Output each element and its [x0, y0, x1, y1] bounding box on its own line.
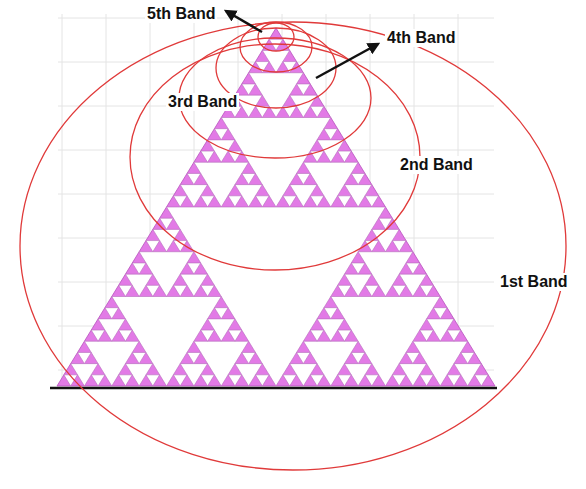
triangle-hole [297, 352, 311, 363]
triangle-hole [338, 375, 352, 386]
triangle-hole [242, 84, 256, 95]
triangle-hole [474, 375, 488, 386]
triangle-hole [324, 129, 338, 140]
band-label: 3rd Band [166, 93, 239, 111]
triangle-hole [310, 330, 324, 341]
triangle-hole [201, 330, 215, 341]
triangle-hole [201, 196, 215, 207]
grid-line [58, 18, 494, 19]
triangle-hole [365, 285, 379, 296]
triangle-hole [228, 196, 242, 207]
triangle-hole [351, 263, 365, 274]
triangle-hole [173, 285, 187, 296]
triangle-hole [173, 196, 187, 207]
band-label: 5th Band [145, 5, 217, 23]
triangle-hole [310, 196, 324, 207]
triangle-hole [78, 352, 92, 363]
triangle-hole [351, 352, 365, 363]
triangle-hole [228, 330, 242, 341]
triangle-hole [365, 196, 379, 207]
triangle-hole [338, 151, 352, 162]
leader-arrow [316, 44, 378, 78]
triangle-hole [392, 285, 406, 296]
triangle-hole [201, 285, 215, 296]
triangle-hole [201, 375, 215, 386]
triangle-hole [447, 375, 461, 386]
triangle-hole [91, 375, 105, 386]
triangle-hole [406, 263, 420, 274]
triangle-hole [283, 375, 297, 386]
triangle-hole [146, 241, 160, 252]
triangle-hole [433, 308, 447, 319]
triangle-hole [269, 39, 283, 50]
band-ellipse [20, 22, 566, 470]
triangle-hole [105, 308, 119, 319]
triangle-hole [365, 241, 379, 252]
triangle-hole [228, 375, 242, 386]
triangle-hole [447, 330, 461, 341]
triangle-hole [365, 375, 379, 386]
triangle-hole [310, 106, 324, 117]
triangle-hole [338, 196, 352, 207]
triangle-hole [187, 352, 201, 363]
triangle-hole [119, 375, 133, 386]
triangle-hole [351, 173, 365, 184]
band-label: 1st Band [498, 273, 570, 291]
triangle-hole [119, 330, 133, 341]
triangle-hole [214, 308, 228, 319]
triangle-hole [201, 151, 215, 162]
outer-triangle [57, 28, 495, 386]
grid-line [62, 14, 63, 386]
sierpinski-triangle [57, 28, 495, 386]
triangle-hole [392, 241, 406, 252]
triangle-hole [392, 375, 406, 386]
triangle-hole [297, 84, 311, 95]
triangle-hole [461, 352, 475, 363]
triangle-hole [338, 330, 352, 341]
triangle-hole [324, 308, 338, 319]
band-ellipse [130, 44, 420, 270]
triangle-hole [379, 218, 393, 229]
triangle-hole [283, 196, 297, 207]
triangle-hole [119, 285, 133, 296]
band-ellipse [258, 23, 294, 51]
band-ellipse [240, 22, 312, 72]
triangle-hole [242, 173, 256, 184]
triangle-hole [173, 375, 187, 386]
band-label: 2nd Band [398, 156, 475, 174]
leader-arrow [226, 11, 262, 32]
triangle-hole [187, 173, 201, 184]
triangle-hole [187, 263, 201, 274]
triangle-hole [146, 375, 160, 386]
triangle-hole [255, 196, 269, 207]
triangle-hole [420, 330, 434, 341]
triangle-hole [242, 352, 256, 363]
triangle-hole [214, 129, 228, 140]
band-ellipses [20, 22, 566, 470]
triangle-hole [132, 263, 146, 274]
triangle-hole [132, 352, 146, 363]
triangle-hole [255, 375, 269, 386]
triangle-hole [310, 375, 324, 386]
triangle-hole [420, 285, 434, 296]
triangle-hole [338, 285, 352, 296]
band-label: 4th Band [385, 29, 457, 47]
triangle-hole [420, 375, 434, 386]
triangle-hole [146, 285, 160, 296]
triangle-hole [297, 173, 311, 184]
triangle-hole [91, 330, 105, 341]
triangle-hole [406, 352, 420, 363]
base-line [50, 387, 497, 390]
